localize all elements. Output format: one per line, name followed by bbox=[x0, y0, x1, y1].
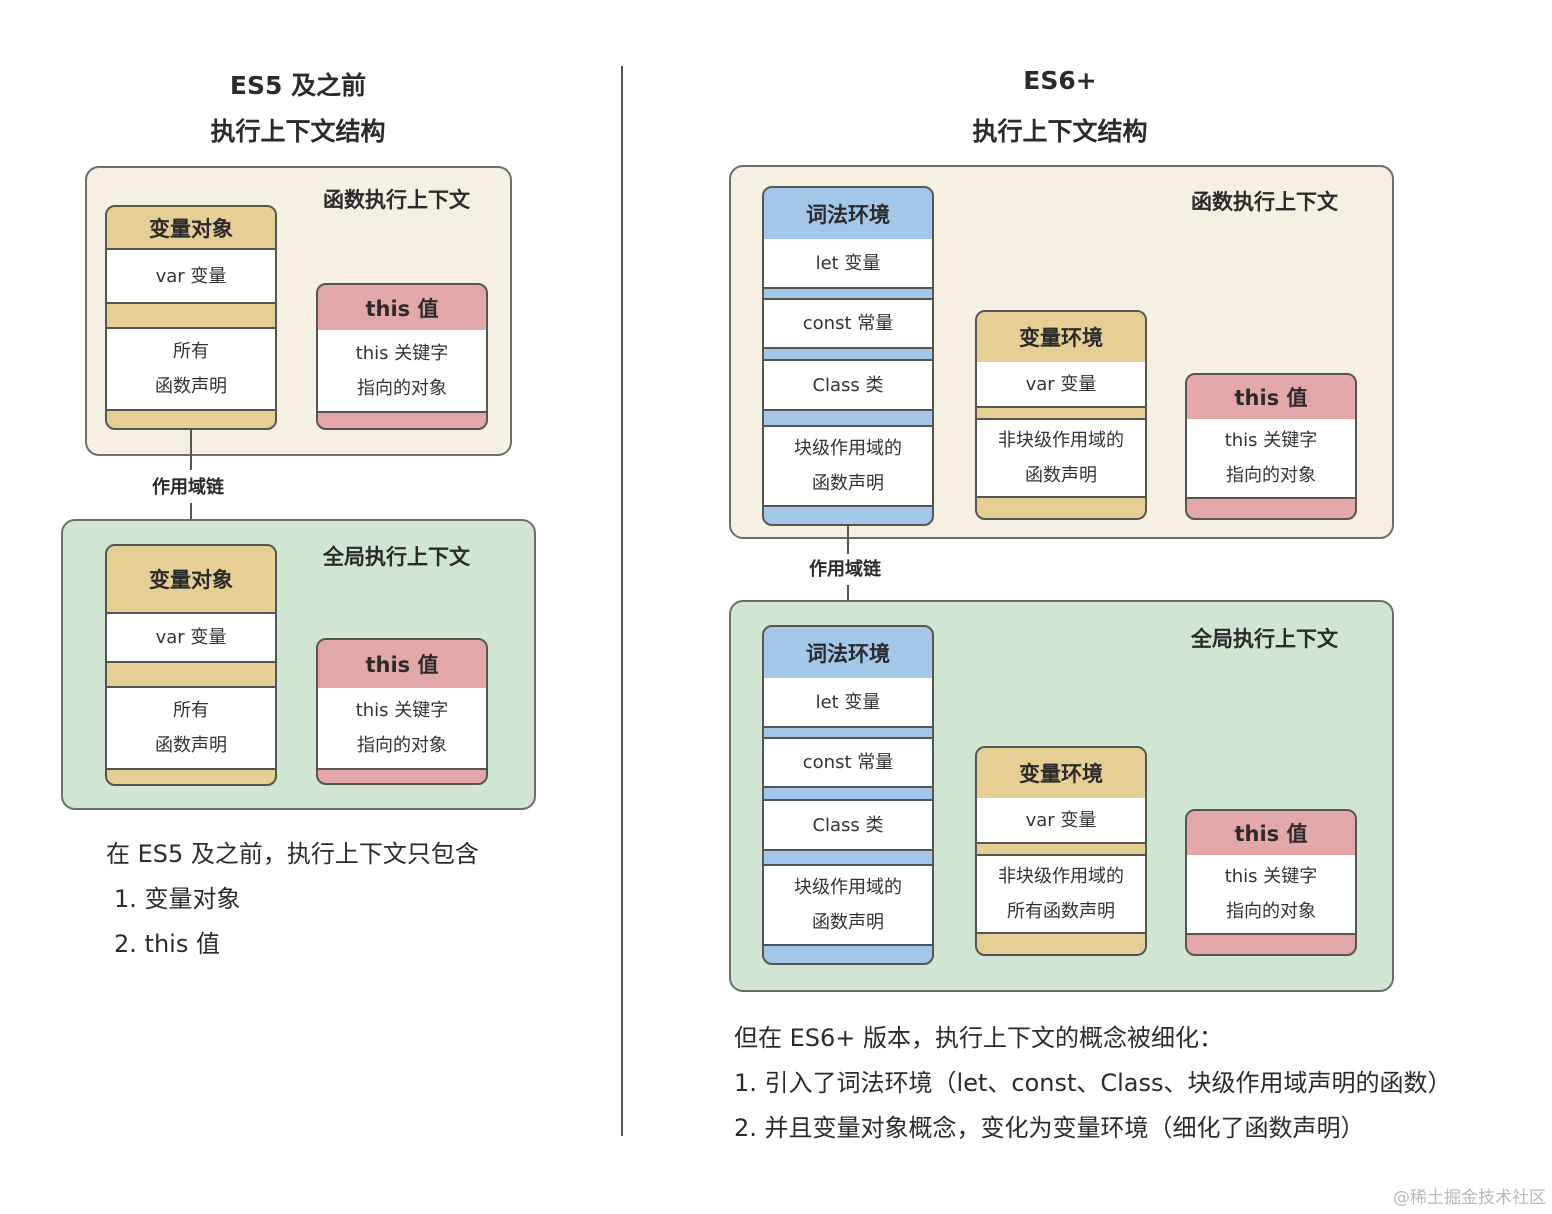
right-global-this-value: this 值 this 关键字 指向的对象 bbox=[1185, 809, 1357, 956]
right-global-lexical-env: 词法环境 let 变量 const 常量 Class 类 块级作用域的 函数声明 bbox=[762, 625, 934, 965]
let-row: let 变量 bbox=[764, 239, 932, 289]
column-divider bbox=[621, 66, 623, 1136]
class-row: Class 类 bbox=[764, 359, 932, 411]
var-row-text: var 变量 bbox=[1025, 809, 1097, 831]
right-global-context-label: 全局执行上下文 bbox=[1191, 627, 1338, 651]
function-declarations-row: 非块级作用域的 所有函数声明 bbox=[977, 854, 1145, 934]
watermark: @稀土掘金技术社区 bbox=[1393, 1188, 1546, 1208]
block-function-row: 块级作用域的 函数声明 bbox=[764, 864, 932, 946]
left-func-this-value: this 值 this 关键字 指向的对象 bbox=[316, 283, 488, 430]
this-value-header: this 值 bbox=[318, 640, 486, 690]
right-description-item1: 1. 引入了词法环境（let、const、Class、块级作用域声明的函数） bbox=[734, 1069, 1452, 1097]
left-scope-chain-line-top bbox=[190, 430, 192, 470]
this-line1: this 关键字 bbox=[355, 342, 449, 364]
function-declarations-row: 非块级作用域的 函数声明 bbox=[977, 418, 1145, 498]
this-line2: 指向的对象 bbox=[1226, 901, 1316, 922]
function-declarations-row: 所有 函数声明 bbox=[107, 686, 275, 770]
right-scope-chain-label: 作用域链 bbox=[809, 559, 881, 580]
var-row-text: var 变量 bbox=[155, 265, 227, 287]
var-row-text: var 变量 bbox=[1025, 373, 1097, 395]
function-declarations-row: 所有 函数声明 bbox=[107, 327, 275, 411]
var-row-text: var 变量 bbox=[155, 627, 227, 648]
var-row: var 变量 bbox=[977, 362, 1145, 408]
left-scope-chain-label: 作用域链 bbox=[152, 477, 224, 498]
lexical-env-header: 词法环境 bbox=[764, 627, 932, 680]
variable-env-header: 变量环境 bbox=[977, 312, 1145, 364]
left-description-intro: 在 ES5 及之前，执行上下文只包含 bbox=[106, 840, 479, 868]
this-value-body: this 关键字 指向的对象 bbox=[1187, 419, 1355, 499]
this-value-body: this 关键字 指向的对象 bbox=[318, 330, 486, 413]
left-func-variable-object: 变量对象 var 变量 所有 函数声明 bbox=[105, 205, 277, 430]
this-value-body: this 关键字 指向的对象 bbox=[318, 688, 486, 770]
decl-line1: 所有 bbox=[173, 341, 209, 362]
const-row-text: const 常量 bbox=[802, 313, 894, 334]
var-row: var 变量 bbox=[107, 248, 275, 304]
decl-line2: 函数声明 bbox=[1025, 465, 1097, 486]
class-row-text: Class 类 bbox=[812, 374, 884, 396]
left-title-line1: ES5 及之前 bbox=[229, 71, 367, 100]
left-global-this-value: this 值 this 关键字 指向的对象 bbox=[316, 638, 488, 785]
left-global-variable-object: 变量对象 var 变量 所有 函数声明 bbox=[105, 544, 277, 786]
var-row: var 变量 bbox=[977, 798, 1145, 844]
left-global-context-label: 全局执行上下文 bbox=[323, 545, 470, 569]
variable-env-header: 变量环境 bbox=[977, 748, 1145, 800]
const-row: const 常量 bbox=[764, 737, 932, 788]
left-description-item1: 1. 变量对象 bbox=[114, 885, 241, 913]
this-line1: this 关键字 bbox=[355, 700, 449, 721]
block-line2: 函数声明 bbox=[812, 912, 884, 933]
right-func-lexical-env: 词法环境 let 变量 const 常量 Class 类 块级作用域的 函数声明 bbox=[762, 186, 934, 526]
this-line1: this 关键字 bbox=[1224, 866, 1318, 887]
right-title-line2: 执行上下文结构 bbox=[972, 117, 1148, 146]
right-title-line1: ES6+ bbox=[1023, 66, 1097, 95]
decl-line2: 所有函数声明 bbox=[1007, 901, 1115, 922]
decl-line1: 非块级作用域的 bbox=[998, 430, 1124, 451]
block-function-row: 块级作用域的 函数声明 bbox=[764, 425, 932, 507]
this-value-header: this 值 bbox=[1187, 811, 1355, 857]
right-func-this-value: this 值 this 关键字 指向的对象 bbox=[1185, 373, 1357, 520]
decl-line2: 函数声明 bbox=[155, 735, 227, 756]
decl-line1: 所有 bbox=[173, 700, 209, 721]
decl-line1: 非块级作用域的 bbox=[998, 866, 1124, 887]
let-row: let 变量 bbox=[764, 678, 932, 728]
right-function-context-label: 函数执行上下文 bbox=[1191, 190, 1338, 214]
class-row-text: Class 类 bbox=[812, 814, 884, 836]
block-line1: 块级作用域的 bbox=[794, 877, 902, 898]
left-scope-chain-line-bottom bbox=[190, 503, 192, 533]
block-line1: 块级作用域的 bbox=[794, 438, 902, 459]
right-global-variable-env: 变量环境 var 变量 非块级作用域的 所有函数声明 bbox=[975, 746, 1147, 956]
const-row: const 常量 bbox=[764, 298, 932, 349]
lexical-env-header: 词法环境 bbox=[764, 188, 932, 241]
this-line2: 指向的对象 bbox=[1226, 465, 1316, 486]
variable-object-header: 变量对象 bbox=[107, 207, 275, 250]
left-title-line2: 执行上下文结构 bbox=[210, 117, 386, 146]
this-value-body: this 关键字 指向的对象 bbox=[1187, 855, 1355, 935]
let-row-text: let 变量 bbox=[815, 252, 881, 274]
left-description-item2: 2. this 值 bbox=[114, 930, 220, 958]
left-function-context-label: 函数执行上下文 bbox=[323, 188, 470, 212]
right-scope-chain-line-top bbox=[847, 526, 849, 554]
right-func-variable-env: 变量环境 var 变量 非块级作用域的 函数声明 bbox=[975, 310, 1147, 520]
variable-object-header: 变量对象 bbox=[107, 546, 275, 614]
right-scope-chain-line-bottom bbox=[847, 585, 849, 613]
let-row-text: let 变量 bbox=[815, 691, 881, 713]
block-line2: 函数声明 bbox=[812, 473, 884, 494]
this-value-header: this 值 bbox=[318, 285, 486, 332]
const-row-text: const 常量 bbox=[802, 752, 894, 773]
decl-line2: 函数声明 bbox=[155, 376, 227, 397]
class-row: Class 类 bbox=[764, 799, 932, 851]
right-description-intro: 但在 ES6+ 版本，执行上下文的概念被细化： bbox=[734, 1024, 1224, 1052]
this-line2: 指向的对象 bbox=[357, 735, 447, 756]
right-description-item2: 2. 并且变量对象概念，变化为变量环境（细化了函数声明） bbox=[734, 1114, 1365, 1142]
this-value-header: this 值 bbox=[1187, 375, 1355, 421]
this-line2: 指向的对象 bbox=[357, 377, 447, 399]
this-line1: this 关键字 bbox=[1224, 430, 1318, 451]
var-row: var 变量 bbox=[107, 612, 275, 663]
